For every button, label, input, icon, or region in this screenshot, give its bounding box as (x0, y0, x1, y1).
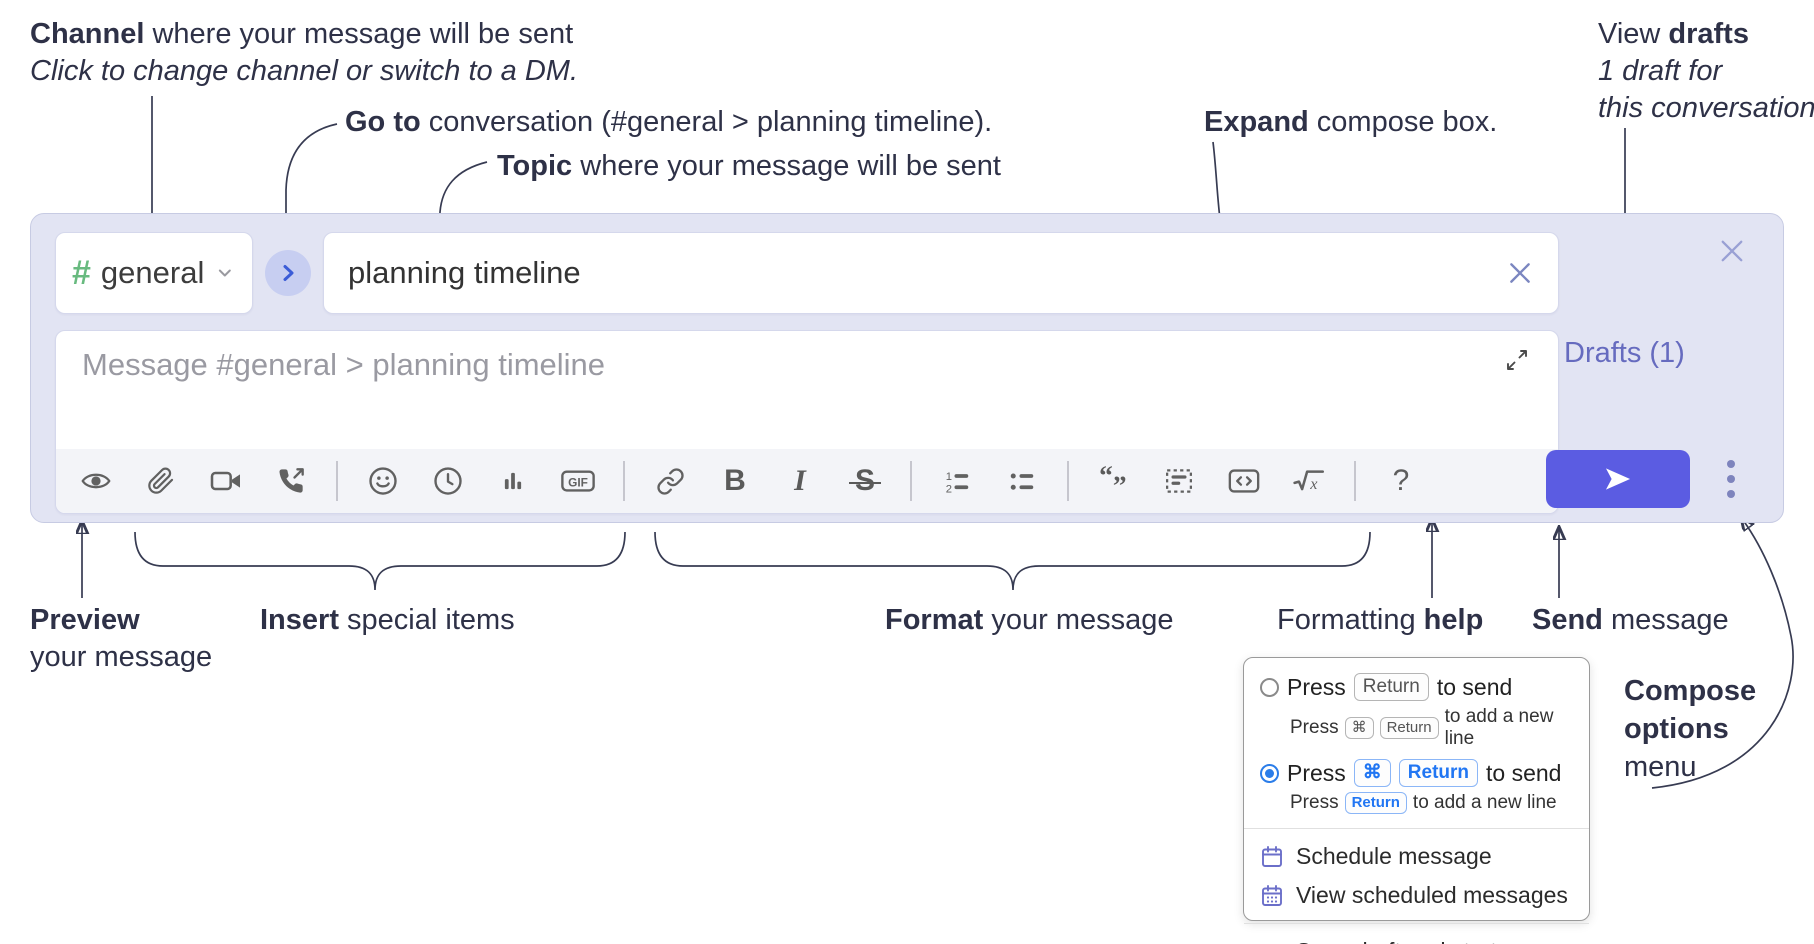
math-icon[interactable]: x (1289, 459, 1329, 503)
channel-hash-icon: # (72, 254, 91, 292)
send-button[interactable] (1546, 450, 1690, 508)
menu-divider (1244, 828, 1589, 829)
return-key: Return (1398, 759, 1479, 787)
ellipsis-icon (1727, 460, 1735, 468)
formatting-toolbar: GIF B I S (56, 449, 1558, 513)
topic-value: planning timeline (348, 255, 581, 290)
annotation-drafts: View drafts 1 draft for this conversatio… (1598, 18, 1814, 124)
topic-input[interactable]: planning timeline (323, 232, 1559, 314)
expand-compose-button[interactable] (1504, 347, 1530, 373)
cmd-enter-sends-subtext: Press Return to add a new line (1290, 792, 1557, 814)
svg-text:1: 1 (946, 471, 952, 483)
svg-text:GIF: GIF (568, 475, 588, 489)
return-key: Return (1379, 717, 1439, 739)
annotation-expand: Expand compose box. (1204, 106, 1498, 138)
svg-text:x: x (1309, 475, 1318, 493)
bulleted-list-icon[interactable] (1002, 459, 1042, 503)
cmd-key: ⌘ (1344, 717, 1374, 739)
link-icon[interactable] (650, 459, 690, 503)
chevron-right-icon (283, 265, 294, 281)
calendar-dots-icon (1262, 884, 1282, 906)
schedule-message-item[interactable]: Schedule message (1244, 837, 1589, 876)
poll-icon[interactable] (493, 459, 533, 503)
expand-icon (1507, 350, 1527, 370)
toolbar-divider (910, 461, 912, 501)
gif-icon[interactable]: GIF (558, 459, 598, 503)
preview-eye-icon[interactable] (76, 459, 116, 503)
go-to-conversation-button[interactable] (265, 250, 311, 296)
close-icon (1721, 240, 1743, 262)
toolbar-divider (336, 461, 338, 501)
toolbar-divider (1067, 461, 1069, 501)
radio-unchecked-icon[interactable] (1260, 677, 1279, 697)
clear-topic-button[interactable] (1506, 259, 1534, 287)
time-icon[interactable] (428, 459, 468, 503)
compose-box: # general planning timeline (30, 213, 1784, 523)
emoji-icon[interactable] (363, 459, 403, 503)
svg-text:”: ” (1113, 471, 1127, 497)
svg-text:2: 2 (946, 483, 952, 495)
annotation-preview: Preview your message (30, 604, 213, 673)
compose-options-button[interactable] (1709, 450, 1753, 508)
close-icon (1510, 263, 1530, 283)
annotation-topic: Topic where your message will be sent (497, 150, 1001, 182)
message-input[interactable]: Message #general > planning timeline (56, 331, 1558, 451)
return-key: Return (1344, 792, 1407, 814)
strike-line (848, 481, 881, 484)
view-scheduled-messages-item[interactable]: View scheduled messages (1244, 876, 1589, 915)
attach-file-icon[interactable] (141, 459, 181, 503)
italic-icon[interactable]: I (780, 459, 820, 503)
cmd-key: ⌘ (1353, 759, 1391, 787)
message-formatting-help-icon[interactable]: ? (1381, 459, 1421, 503)
message-box: Message #general > planning timeline (55, 330, 1559, 514)
menu-divider (1244, 923, 1589, 924)
enter-sends-subtext: Press ⌘ Return to add a new line (1290, 706, 1554, 749)
annotation-goto: Go to conversation (#general > planning … (345, 106, 993, 138)
send-icon (1605, 468, 1631, 490)
return-key: Return (1353, 673, 1429, 701)
calendar-icon (1262, 845, 1282, 867)
annotation-help: Formatting help (1277, 604, 1484, 636)
annotation-compose-options: Compose options menu (1624, 675, 1757, 783)
chevron-down-icon (219, 269, 232, 277)
message-placeholder: Message #general > planning timeline (82, 347, 606, 382)
bold-icon[interactable]: B (715, 459, 755, 503)
compose-options-menu: Press Return to send Press ⌘ Return to a… (1243, 657, 1590, 944)
strikethrough-icon[interactable]: S (845, 459, 885, 503)
svg-text:“: “ (1099, 465, 1113, 490)
cmd-enter-sends-option[interactable]: Press ⌘ Return to send (1244, 756, 1589, 790)
voice-call-icon[interactable] (271, 459, 311, 503)
save-draft-item[interactable]: Save draft and start a new message (1244, 932, 1589, 944)
annotation-send: Send message (1532, 604, 1729, 636)
close-compose-button[interactable] (1717, 236, 1747, 266)
quote-icon[interactable]: “” (1094, 459, 1134, 503)
code-icon[interactable] (1224, 459, 1264, 503)
toolbar-divider (623, 461, 625, 501)
toolbar-divider (1354, 461, 1356, 501)
enter-sends-option[interactable]: Press Return to send (1244, 670, 1589, 704)
annotation-channel: Channel where your message will be sent … (30, 18, 579, 87)
channel-name: general (100, 255, 205, 290)
radio-checked-icon[interactable] (1260, 763, 1279, 783)
annotation-insert: Insert special items (260, 604, 515, 636)
drafts-link[interactable]: Drafts (1) (1564, 337, 1685, 369)
channel-selector[interactable]: # general (55, 232, 253, 314)
video-call-icon[interactable] (206, 459, 246, 503)
annotation-format: Format your message (885, 604, 1174, 636)
spoiler-icon[interactable] (1159, 459, 1199, 503)
